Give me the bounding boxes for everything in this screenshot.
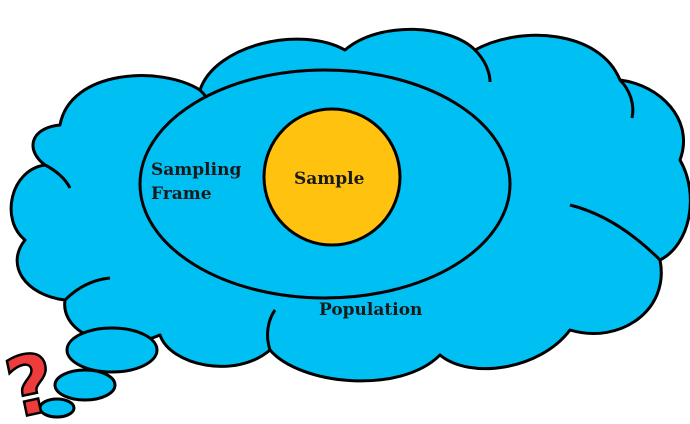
sampling-frame-label-line2: Frame — [151, 184, 212, 204]
cloud-bump-stroke — [618, 78, 635, 119]
question-mark-icon: ? — [0, 335, 64, 424]
thought-bubble-medium — [53, 368, 117, 402]
population-label: Population — [319, 300, 422, 320]
cloud-bump-stroke — [569, 203, 662, 262]
thought-bubble-large — [65, 326, 159, 374]
cloud-bump-stroke — [473, 48, 492, 83]
sampling-frame-label: Sampling — [151, 160, 241, 180]
sample-label: Sample — [294, 169, 365, 189]
thought-bubble-small — [38, 397, 76, 419]
cloud-bump-stroke — [63, 276, 111, 302]
cloud-bump-stroke — [44, 163, 72, 189]
cloud-bump-stroke — [266, 309, 277, 351]
sample-circle — [262, 107, 402, 247]
